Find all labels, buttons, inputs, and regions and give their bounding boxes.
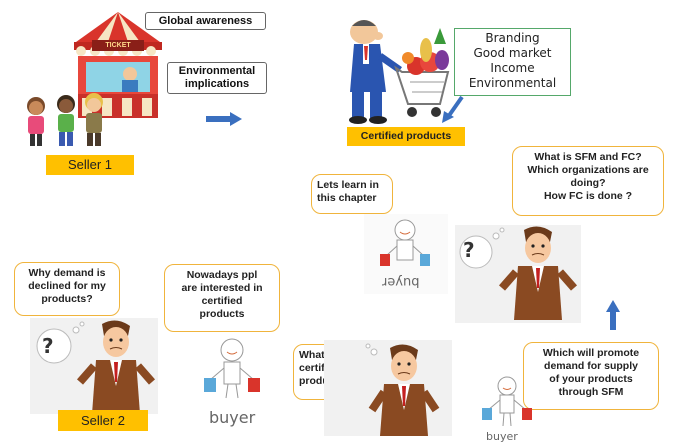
seller-2-label: Seller 2 (58, 410, 148, 431)
thinking-businessman-left-illustration (34, 316, 156, 414)
benefit-branding: Branding (485, 31, 540, 45)
what-is-sfm-line-2: Which organizations are (527, 164, 649, 176)
certified-products-label: Certified products (347, 127, 465, 146)
worried-businessman-illustration (362, 340, 446, 436)
which-will-line-2: demand for supply (544, 360, 638, 372)
lets-learn-line-1: Lets learn in (317, 179, 379, 191)
benefit-environmental: Environmental (468, 76, 557, 90)
nowadays-line-4: products (199, 308, 245, 320)
stall-sign: TICKET (92, 40, 144, 51)
what-is-sfm-callout: What is SFM and FC? Which organizations … (512, 146, 664, 216)
seller-1-label: Seller 1 (46, 155, 134, 175)
why-demand-line-3: products? (41, 293, 93, 305)
benefit-good-market: Good market (473, 46, 552, 60)
benefit-income: Income (490, 61, 535, 75)
which-will-promote-callout: Which will promote demand for supply of … (523, 342, 659, 410)
environmental-implications-line-2: implications (184, 78, 250, 90)
thinking-businessman-right-illustration (458, 222, 578, 322)
environmental-implications-line-1: Environmental (178, 65, 256, 77)
why-demand-line-1: Why demand is (28, 267, 106, 279)
nowadays-line-1: Nowadays ppl (186, 269, 258, 281)
what-is-sfm-line-1: What is SFM and FC? (534, 151, 642, 163)
lets-learn-line-2: this chapter (317, 192, 377, 204)
kids-group-illustration (22, 92, 110, 150)
buyer-label: buyer (209, 408, 256, 427)
nowadays-line-2: are interested in (181, 282, 263, 294)
why-demand-callout: Why demand is declined for my products? (14, 262, 120, 316)
up-arrow-icon (606, 300, 620, 330)
lets-learn-callout: Lets learn in this chapter (311, 174, 393, 214)
small-buyer-label: buyer (486, 430, 518, 443)
which-will-line-4: through SFM (558, 386, 624, 398)
shopper-with-cart-illustration (330, 14, 460, 126)
nowadays-callout: Nowadays ppl are interested in certified… (164, 264, 280, 332)
question-mark-right: ? (463, 238, 475, 262)
buyer-illustration (196, 336, 268, 402)
environmental-implications-label: Environmental implications (167, 62, 267, 94)
which-will-line-3: of your products (549, 373, 633, 385)
nowadays-line-3: certified (201, 295, 243, 307)
which-will-line-1: Which will promote (542, 347, 640, 359)
question-mark-left: ? (42, 334, 54, 358)
why-demand-line-2: declined for my (28, 280, 106, 292)
mirrored-buyer-illustration (372, 218, 438, 272)
what-is-sfm-line-3: doing? (570, 177, 606, 189)
global-awareness-label: Global awareness (145, 12, 266, 30)
right-arrow-icon (206, 112, 242, 126)
small-buyer-illustration (476, 374, 538, 430)
benefits-list-box: Branding Good market Income Environmenta… (454, 28, 571, 96)
mirrored-buyer-label: buyer (382, 274, 420, 289)
what-is-sfm-line-4: How FC is done ? (543, 190, 633, 202)
down-left-arrow-icon (440, 95, 466, 125)
